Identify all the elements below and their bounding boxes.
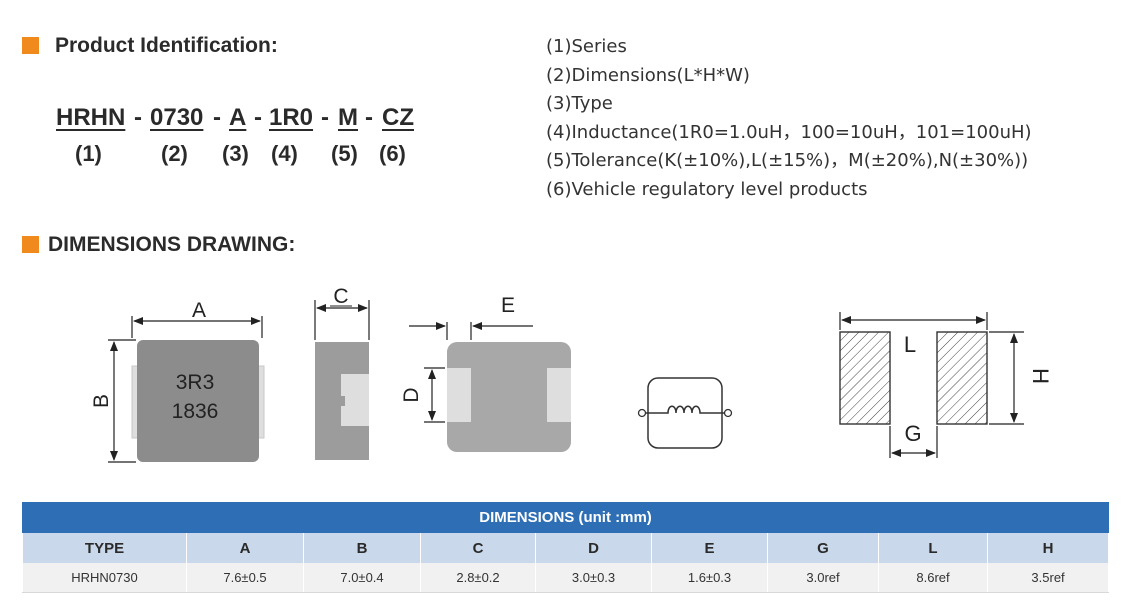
part-series: HRHN — [56, 104, 126, 131]
column-header: L — [878, 532, 988, 563]
table-cell: 7.0±0.4 — [303, 563, 421, 593]
part-vehicle-level: CZ — [382, 104, 414, 131]
table-cell: 8.6ref — [878, 563, 988, 593]
table-cell: 3.0±0.3 — [535, 563, 652, 593]
legend-item: (2)Dimensions(L*H*W) — [546, 64, 750, 86]
part-number: (3) — [222, 141, 249, 166]
dim-label-b: B — [90, 394, 113, 408]
legend-item: (3)Type — [546, 93, 613, 114]
part-inductance: 1R0 — [269, 104, 314, 131]
dim-label-h: H — [1028, 368, 1053, 384]
top-view: A B 3R3 1836 — [90, 299, 265, 463]
part-separator: - — [321, 104, 329, 131]
marking-line-1: 3R3 — [176, 371, 215, 394]
part-number: (5) — [331, 141, 358, 166]
dimensions-drawing: A B 3R3 1836 C E D — [90, 285, 1053, 463]
table-header-row: TYPE A B C D E G L H — [22, 532, 1110, 563]
part-number: (4) — [271, 141, 298, 166]
part-separator: - — [365, 104, 373, 131]
column-header: G — [767, 532, 879, 563]
section-title-drawing: DIMENSIONS DRAWING: — [48, 233, 296, 256]
part-type: A — [229, 104, 247, 131]
part-separator: - — [213, 104, 221, 131]
legend-item: (6)Vehicle regulatory level products — [546, 178, 868, 200]
part-separator: - — [254, 104, 262, 131]
legend-item: (4)Inductance(1R0=1.0uH，100=10uH，101=100… — [546, 121, 1032, 143]
table-cell: 1.6±0.3 — [651, 563, 768, 593]
section-marker-icon — [22, 236, 39, 253]
part-number: (1) — [75, 141, 102, 166]
table-row: HRHN0730 7.6±0.5 7.0±0.4 2.8±0.2 3.0±0.3… — [22, 563, 1110, 593]
dim-label-a: A — [192, 299, 206, 322]
column-header: D — [535, 532, 652, 563]
dimensions-table: DIMENSIONS (unit :mm) TYPE A B C D E G L… — [21, 502, 1110, 593]
column-header: B — [303, 532, 421, 563]
table-cell: HRHN0730 — [22, 563, 187, 593]
part-number: (6) — [379, 141, 406, 166]
part-dimensions: 0730 — [150, 104, 204, 131]
column-header: C — [420, 532, 536, 563]
part-separator: - — [134, 104, 142, 131]
side-view: C — [314, 285, 370, 460]
part-code-legend: (1)Series (2)Dimensions(L*H*W) (3)Type (… — [546, 33, 1032, 204]
bottom-view: E D — [400, 294, 571, 452]
inductor-symbol-icon — [637, 377, 733, 449]
section-marker-icon — [22, 37, 39, 54]
table-title: DIMENSIONS (unit :mm) — [21, 502, 1110, 533]
dim-label-e: E — [501, 294, 515, 317]
column-header: TYPE — [22, 532, 187, 563]
section-title-identification: Product Identification: — [55, 34, 278, 57]
legend-item: (5)Tolerance(K(±10%),L(±15%)，M(±20%),N(±… — [546, 150, 1029, 171]
land-pattern: L H G — [839, 312, 1053, 458]
part-tolerance: M — [338, 104, 358, 131]
column-header: H — [986, 532, 1110, 563]
column-header: E — [651, 532, 768, 563]
dim-label-d: D — [400, 387, 423, 402]
dim-label-c: C — [333, 285, 348, 308]
marking-line-2: 1836 — [172, 400, 219, 423]
table-cell: 7.6±0.5 — [186, 563, 304, 593]
table-cell: 2.8±0.2 — [420, 563, 536, 593]
table-cell: 3.0ref — [767, 563, 879, 593]
column-header: A — [186, 532, 304, 563]
dim-label-l: L — [904, 332, 916, 357]
legend-item: (1)Series — [546, 36, 627, 57]
part-number: (2) — [161, 141, 188, 166]
table-cell: 3.5ref — [986, 563, 1110, 593]
dim-label-g: G — [904, 421, 921, 446]
